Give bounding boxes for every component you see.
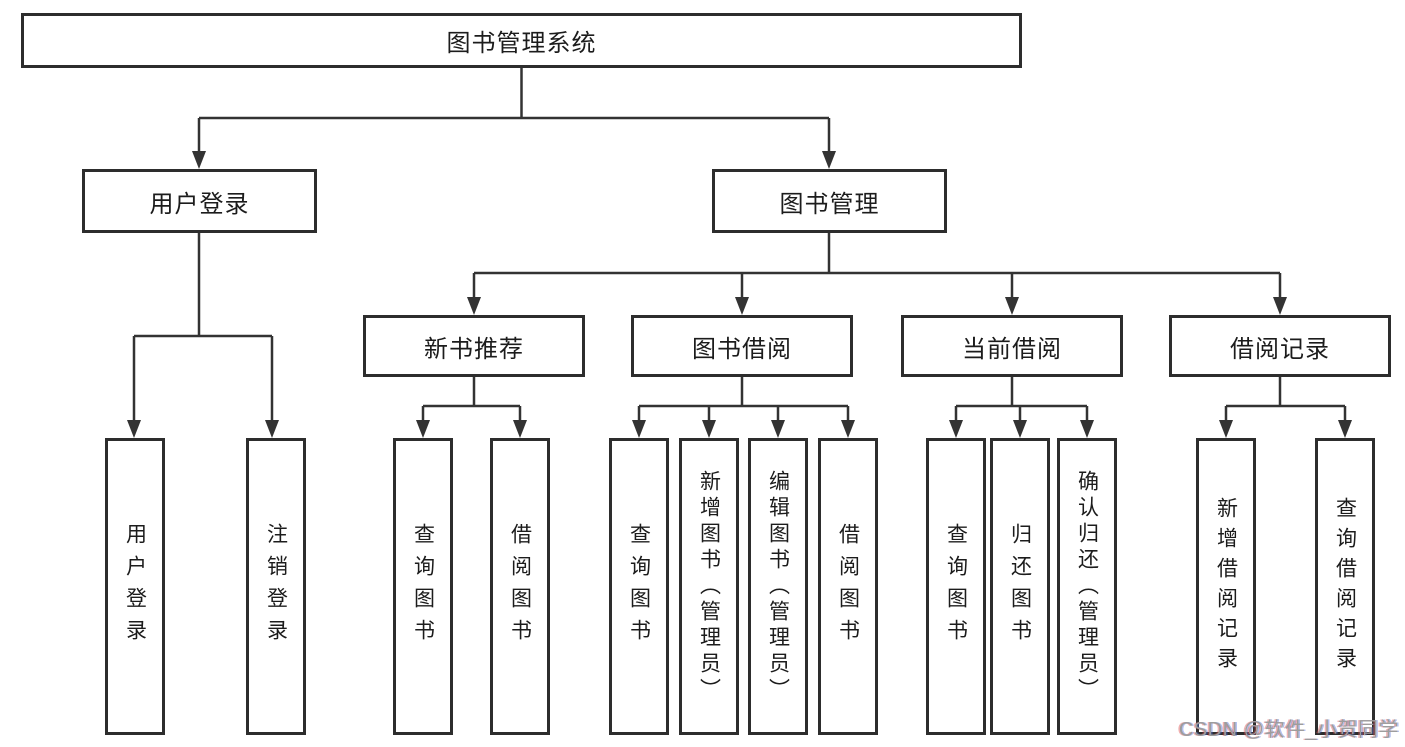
- node-book-borrowing: 图书借阅: [631, 315, 853, 377]
- node-new-book-recommend: 新书推荐: [363, 315, 585, 377]
- leaf-query-books-current: 查询图书: [926, 438, 986, 735]
- arrowheads: [127, 151, 1352, 438]
- node-user-login: 用户登录: [82, 169, 317, 233]
- leaf-edit-books-admin: 编辑图书（管理员）: [748, 438, 808, 735]
- node-label: 查询图书: [944, 522, 968, 651]
- node-label: 归还图书: [1008, 522, 1032, 651]
- node-book-management: 图书管理: [712, 169, 947, 233]
- node-label: 用户登录: [123, 522, 147, 651]
- node-label: 查询图书: [411, 522, 435, 651]
- node-label: 借阅图书: [508, 522, 532, 651]
- node-label: 编辑图书（管理员）: [766, 469, 790, 704]
- node-label: 图书管理: [779, 190, 880, 218]
- node-label: 用户登录: [149, 190, 250, 218]
- node-library-system: 图书管理系统: [21, 13, 1022, 68]
- node-current-borrowing: 当前借阅: [901, 315, 1123, 377]
- node-label: 新书推荐: [424, 335, 524, 363]
- node-label: 借阅图书: [836, 522, 860, 651]
- leaf-add-books-admin: 新增图书（管理员）: [679, 438, 739, 735]
- connector-paths: [132, 68, 1347, 421]
- leaf-return-books: 归还图书: [990, 438, 1050, 735]
- node-label: 新增图书（管理员）: [697, 469, 721, 704]
- node-label: 查询借阅记录: [1333, 496, 1357, 677]
- leaf-confirm-return-admin: 确认归还（管理员）: [1057, 438, 1117, 735]
- leaf-query-books-recommend: 查询图书: [393, 438, 453, 735]
- node-borrowing-records: 借阅记录: [1169, 315, 1391, 377]
- node-label: 借阅记录: [1230, 335, 1330, 363]
- node-label: 图书管理系统: [446, 30, 597, 57]
- node-label: 当前借阅: [962, 335, 1062, 363]
- leaf-add-borrow-record: 新增借阅记录: [1196, 438, 1256, 735]
- leaf-logout: 注销登录: [246, 438, 306, 735]
- leaf-query-books-borrowing: 查询图书: [609, 438, 669, 735]
- leaf-borrow-books: 借阅图书: [818, 438, 878, 735]
- node-label: 确认归还（管理员）: [1075, 469, 1099, 704]
- leaf-borrow-books-recommend: 借阅图书: [490, 438, 550, 735]
- node-label: 查询图书: [627, 522, 651, 651]
- node-label: 注销登录: [264, 522, 288, 651]
- node-label: 新增借阅记录: [1214, 496, 1238, 677]
- leaf-user-login: 用户登录: [105, 438, 165, 735]
- leaf-query-borrow-record: 查询借阅记录: [1315, 438, 1375, 735]
- csdn-watermark: CSDN @软件_小贺同学: [1178, 719, 1399, 741]
- node-label: 图书借阅: [692, 335, 792, 363]
